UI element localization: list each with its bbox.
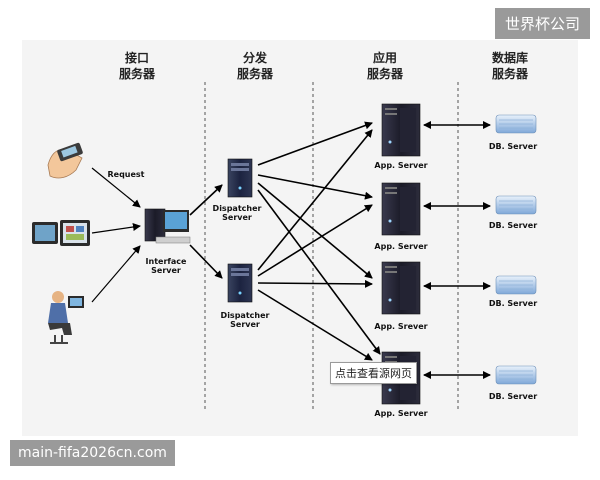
server-tower-icon [381,261,421,315]
request-arrow [91,245,141,303]
database-disk-icon [495,114,537,134]
server-tower-icon [381,182,421,236]
dispatch-arrow [189,244,223,279]
db-server-label: DB. Server [489,392,537,401]
column-header-db: 数据库 服务器 [492,50,529,81]
route-arrow [257,204,373,277]
dispatcher-label-line2: Server [222,213,252,222]
app-server-label: App. Server [374,242,427,251]
db-server-label: DB. Server [489,299,537,308]
route-arrow [257,279,373,288]
header-line2: 服务器 [119,66,156,81]
route-arrow [257,289,373,361]
url-watermark: main-fifa2026cn.com [10,440,175,466]
interface-label-line2: Server [151,266,181,275]
server-tower-icon [227,263,253,303]
view-source-tooltip[interactable]: 点击查看源网页 [330,362,417,384]
route-arrow [257,129,373,271]
brand-watermark: 世界杯公司 [494,8,590,39]
header-line1: 分发 [243,50,268,65]
database-disk-icon [495,365,537,385]
user-at-computer-icon [48,291,84,344]
server-tower-icon [227,158,253,198]
dispatcher-label-line1: Dispatcher [221,311,270,320]
dispatcher-label-line2: Server [230,320,260,329]
route-arrow [257,182,373,279]
interface-label-line1: Interface [146,257,187,266]
column-header-dispatcher: 分发 服务器 [237,50,274,81]
route-arrow [257,189,381,355]
app-server-label: App. Server [374,409,427,418]
handheld-device-icon [47,142,83,179]
database-disk-icon [495,195,537,215]
column-header-interface: 接口 服务器 [119,50,156,81]
tablet-devices-icon [32,220,90,246]
diagram-background [22,40,578,436]
column-header-app: 应用 服务器 [367,50,404,81]
header-line1: 应用 [373,50,397,65]
db-server-label: DB. Server [489,142,537,151]
request-label: Request [107,170,144,179]
app-server-label: App. Server [374,161,427,170]
route-arrow [257,174,373,200]
header-line1: 数据库 [492,50,528,65]
database-disk-icon [495,275,537,295]
header-line2: 服务器 [367,66,404,81]
header-line2: 服务器 [237,66,274,81]
header-line1: 接口 [125,50,149,65]
server-tower-icon [381,103,421,157]
dispatcher-label-line1: Dispatcher [213,204,262,213]
app-server-label: App. Srever [374,322,427,331]
request-arrow [91,167,141,208]
header-line2: 服务器 [492,66,529,81]
desktop-computer-icon [144,208,191,244]
request-arrow [91,223,141,234]
route-arrow [257,121,373,166]
db-server-label: DB. Server [489,221,537,230]
dispatch-arrow [189,184,223,216]
